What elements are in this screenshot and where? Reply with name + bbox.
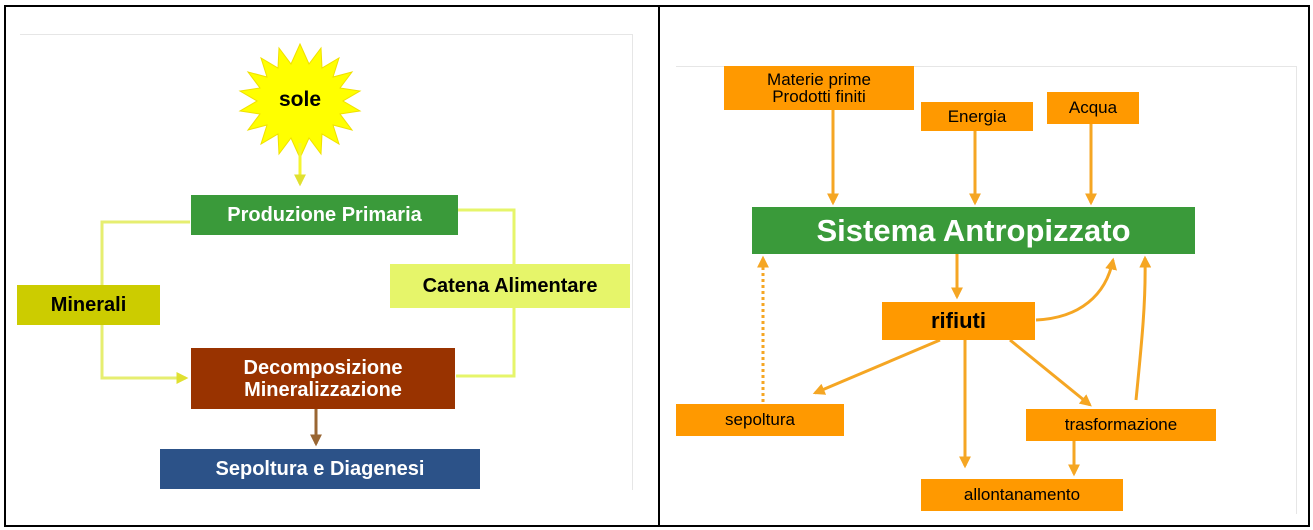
waste-to-burial-arrow bbox=[812, 338, 941, 395]
primary-production-box: Produzione Primaria bbox=[191, 195, 458, 235]
transformation-box: trasformazione bbox=[1026, 409, 1216, 441]
outer-border bbox=[4, 5, 1310, 527]
column-divider bbox=[658, 5, 660, 527]
decomposition-line-2: Mineralizzazione bbox=[244, 378, 402, 401]
burial-diagenesis-box: Sepoltura e Diagenesi bbox=[160, 449, 480, 489]
energy-box: Energia bbox=[921, 102, 1033, 131]
sun-label: sole bbox=[278, 88, 322, 111]
raw-materials-line-2: Prodotti finiti bbox=[772, 87, 866, 106]
minerals-box: Minerali bbox=[17, 285, 160, 325]
decomposition-line-1: Decomposizione bbox=[243, 356, 403, 379]
raw-materials-line-1: Materie prime bbox=[767, 70, 871, 89]
anthropized-system-box: Sistema Antropizzato bbox=[752, 207, 1195, 254]
decomposition-box: Decomposizione Mineralizzazione bbox=[191, 348, 455, 409]
waste-box: rifiuti bbox=[882, 302, 1035, 340]
water-box: Acqua bbox=[1047, 92, 1139, 124]
transformation-to-system-curve bbox=[1134, 255, 1152, 401]
food-chain-box: Catena Alimentare bbox=[390, 264, 630, 308]
left-panel bbox=[20, 34, 633, 490]
burial-box: sepoltura bbox=[676, 404, 844, 436]
removal-box: allontanamento bbox=[921, 479, 1123, 511]
raw-materials-box: Materie prime Prodotti finiti bbox=[724, 66, 914, 110]
waste-to-system-curve bbox=[1035, 257, 1117, 322]
waste-to-transformation-arrow bbox=[1009, 338, 1092, 407]
